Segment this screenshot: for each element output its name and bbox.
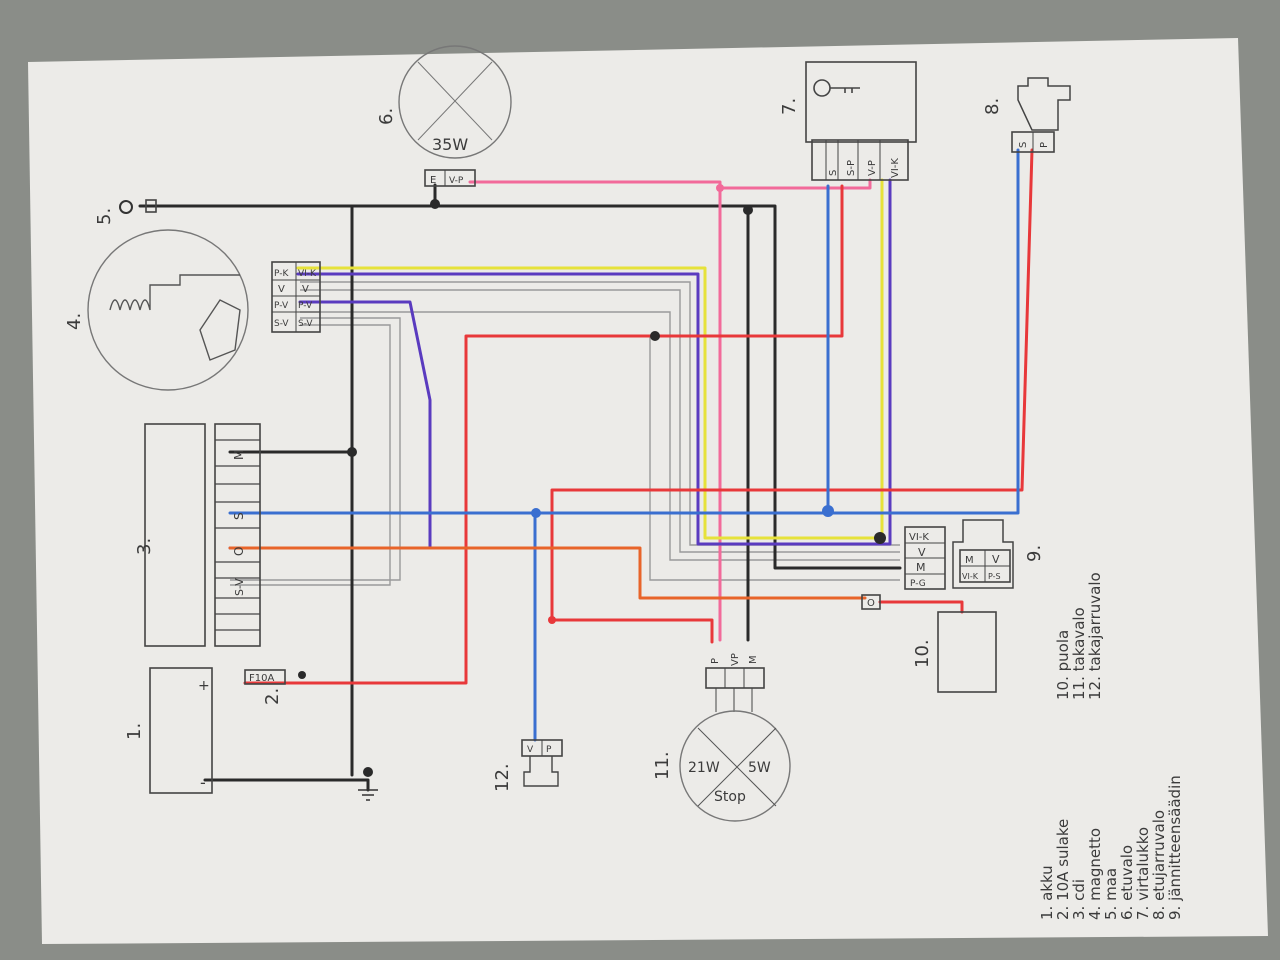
battery: + - 1.: [124, 667, 213, 794]
svg-text:P: P: [710, 658, 721, 664]
svg-text:2.: 2.: [262, 688, 283, 705]
ignition-switch: S S-P V-P VI-K 7.: [779, 61, 917, 181]
svg-text:S-V: S-V: [274, 319, 289, 329]
svg-text:VI-K: VI-K: [298, 269, 317, 279]
svg-text:O: O: [867, 598, 875, 609]
svg-text:5. maa: 5. maa: [1102, 868, 1120, 920]
rear-brake-switch: V P 12.: [492, 739, 563, 792]
svg-text:2. 10A sulake: 2. 10A sulake: [1054, 819, 1072, 920]
svg-text:P: P: [546, 745, 552, 755]
svg-text:S: S: [1018, 142, 1029, 148]
svg-text:7. virtalukko: 7. virtalukko: [1134, 827, 1152, 920]
svg-text:S-P: S-P: [846, 160, 857, 176]
svg-text:F10A: F10A: [249, 673, 274, 684]
svg-text:4. magnetto: 4. magnetto: [1086, 828, 1104, 920]
svg-text:1. akku: 1. akku: [1038, 865, 1056, 920]
svg-text:VI-K: VI-K: [962, 572, 979, 581]
svg-text:6. etuvalo: 6. etuvalo: [1118, 845, 1136, 920]
wire-black-ground: [138, 204, 902, 570]
wire-pink-taillight: [468, 180, 722, 642]
svg-text:21W: 21W: [688, 760, 720, 776]
svg-text:4.: 4.: [64, 313, 85, 330]
svg-text:-: -: [200, 773, 206, 792]
svg-text:S-V: S-V: [298, 319, 313, 329]
wire-black-battery-minus: [203, 778, 370, 792]
svg-text:V: V: [302, 284, 309, 295]
front-brake-switch: S P 8.: [982, 77, 1071, 153]
svg-text:V: V: [992, 553, 1000, 566]
svg-text:VI-K: VI-K: [909, 532, 929, 543]
svg-text:35W: 35W: [432, 135, 468, 154]
svg-text:3. cdi: 3. cdi: [1070, 879, 1088, 920]
svg-text:5W: 5W: [748, 760, 771, 776]
magneto: P-K V P-V S-V VI-K V P-V S-V 4.: [64, 229, 321, 391]
svg-text:V-P: V-P: [449, 176, 464, 186]
svg-text:+: +: [198, 678, 210, 694]
svg-text:10.: 10.: [912, 639, 933, 668]
headlight: 35W E V-P 6.: [376, 45, 512, 187]
ground-terminal: 5.: [94, 199, 378, 801]
svg-text:1.: 1.: [124, 723, 145, 740]
svg-text:7.: 7.: [779, 98, 800, 115]
wire-red-coil: [878, 600, 964, 614]
key-icon: [813, 79, 860, 97]
ignition-coil: O 10.: [861, 594, 997, 693]
wire-purple: [296, 178, 892, 546]
svg-text:M: M: [916, 561, 926, 574]
wire-blue: [228, 148, 1020, 515]
fuse: F10A 2.: [244, 669, 286, 705]
svg-text:Stop: Stop: [714, 789, 746, 805]
svg-text:M: M: [232, 450, 246, 460]
svg-text:9. jännitteensäädin: 9. jännitteensäädin: [1166, 775, 1184, 920]
svg-text:P-G: P-G: [910, 579, 926, 589]
svg-text:O: O: [232, 547, 246, 556]
svg-text:10. puola: 10. puola: [1054, 630, 1072, 700]
svg-text:VI-K: VI-K: [890, 158, 901, 178]
ground-symbol-icon: [358, 789, 378, 801]
svg-text:11. takavalo: 11. takavalo: [1070, 607, 1088, 700]
svg-text:12. takajarruvalo: 12. takajarruvalo: [1086, 572, 1104, 700]
svg-text:8. etujarruvalo: 8. etujarruvalo: [1150, 810, 1168, 920]
svg-text:P-K: P-K: [274, 269, 289, 279]
svg-text:P-V: P-V: [274, 301, 289, 311]
wire-red-battery: [243, 184, 844, 685]
wire-pink-switch: [718, 178, 872, 190]
svg-text:M: M: [748, 655, 759, 664]
svg-text:V: V: [527, 745, 534, 755]
svg-text:P-V: P-V: [298, 301, 313, 311]
wire-yellow: [296, 178, 884, 540]
svg-text:11.: 11.: [652, 751, 673, 780]
svg-text:6.: 6.: [376, 108, 397, 125]
wire-orange: [228, 546, 867, 600]
svg-text:E: E: [430, 175, 436, 186]
svg-text:9.: 9.: [1024, 545, 1045, 562]
junction-dots: [298, 184, 886, 777]
svg-text:V-P: V-P: [867, 160, 878, 176]
svg-text:S: S: [828, 170, 839, 176]
taillight: P VP M 21W 5W Stop 11.: [652, 653, 791, 822]
svg-text:V: V: [918, 546, 926, 559]
svg-text:P-S: P-S: [988, 572, 1001, 581]
svg-text:S: S: [232, 512, 246, 520]
cdi-unit: M S O S-V 3.: [134, 423, 261, 647]
wire-red-taillight: [550, 618, 714, 644]
svg-text:M: M: [965, 555, 974, 566]
svg-text:12.: 12.: [492, 763, 513, 792]
regulator: VI-K V M P-G M V VI-K P-S 9.: [904, 519, 1045, 590]
svg-text:P: P: [1039, 142, 1050, 148]
svg-text:V: V: [278, 284, 285, 295]
svg-text:VP: VP: [730, 653, 741, 666]
legend: 1. akku 2. 10A sulake 3. cdi 4. magnetto…: [1038, 572, 1184, 920]
wire-red-brake: [550, 148, 1034, 622]
svg-text:8.: 8.: [982, 98, 1003, 115]
svg-text:5.: 5.: [94, 208, 115, 225]
svg-text:S-V: S-V: [233, 578, 246, 596]
svg-text:3.: 3.: [134, 538, 155, 555]
